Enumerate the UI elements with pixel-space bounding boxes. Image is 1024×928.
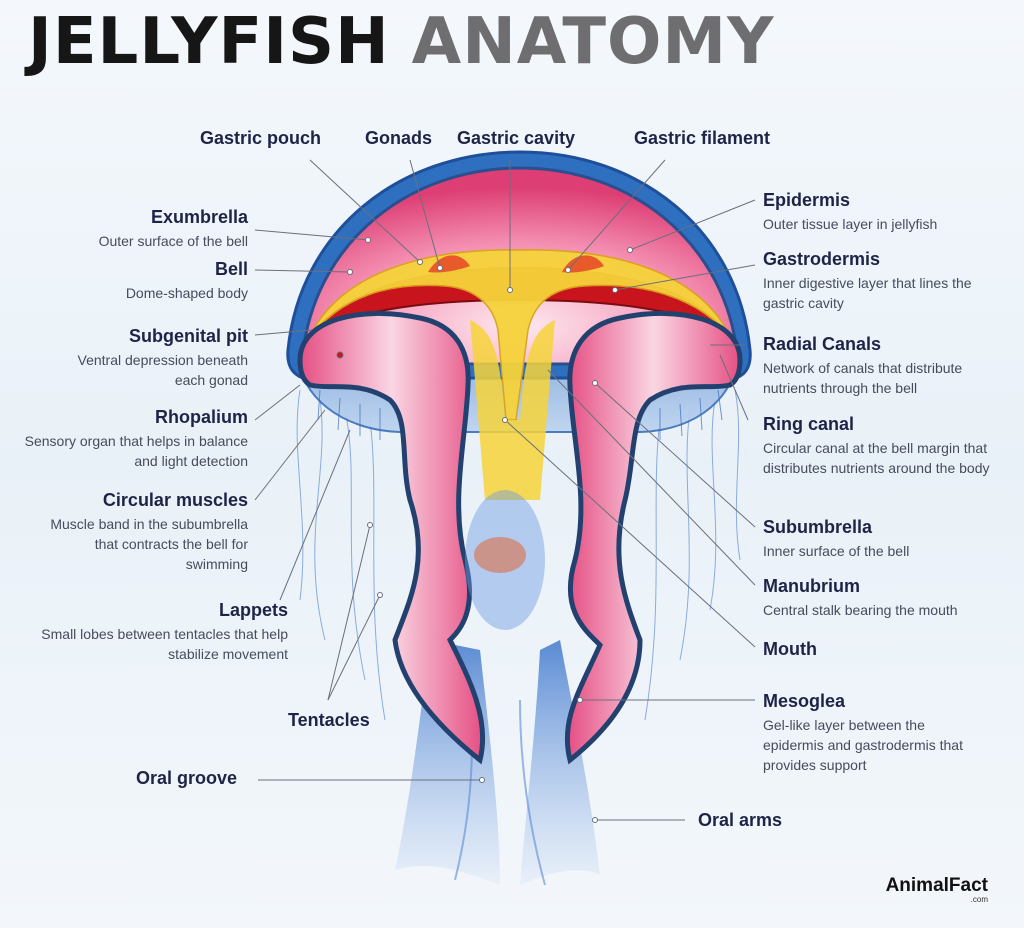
label-name: Gastric pouch (200, 128, 322, 148)
label-name: Mesoglea (763, 691, 846, 711)
label-desc: Network of canals that distribute nutrie… (763, 359, 963, 396)
label-desc: Ventral depression beneath each gonad (77, 351, 248, 388)
label-ring-canal: Ring canal Circular canal at the bell ma… (763, 414, 998, 478)
label-desc: Central stalk bearing the mouth (763, 601, 958, 618)
label-name: Gastric filament (634, 128, 771, 148)
label-name: Circular muscles (102, 490, 248, 510)
label-name: Bell (214, 259, 248, 279)
label-circular-muscles: Circular muscles Muscle band in the subu… (0, 490, 248, 574)
tentacles-strands (296, 389, 741, 721)
label-mesoglea: Mesoglea Gel-like layer between the epid… (763, 691, 978, 775)
label-epidermis: Epidermis Outer tissue layer in jellyfis… (763, 190, 1003, 234)
title-word-anatomy: ANATOMY (411, 5, 775, 79)
label-name: Exumbrella (150, 207, 248, 227)
fringe-hairs (317, 389, 723, 440)
label-name: Manubrium (763, 576, 860, 596)
label-name: Epidermis (763, 190, 851, 210)
label-gonads: Gonads (365, 128, 432, 150)
label-name: Ring canal (763, 414, 855, 434)
label-name: Mouth (763, 639, 817, 659)
label-oral-groove: Oral groove (136, 768, 237, 790)
label-name: Oral groove (136, 768, 238, 788)
label-name: Subumbrella (763, 517, 873, 537)
gonad-blob (474, 537, 526, 573)
label-desc: Dome-shaped body (125, 284, 248, 301)
brand-logo: AnimalFact .com (886, 876, 988, 904)
label-radial-canals: Radial Canals Network of canals that dis… (763, 334, 1003, 398)
leader-lines (254, 159, 756, 821)
label-name: Gastrodermis (763, 249, 881, 269)
label-exumbrella: Exumbrella Outer surface of the bell (0, 207, 248, 251)
label-name: Rhopalium (155, 407, 248, 427)
label-oral-arms: Oral arms (698, 810, 782, 832)
label-desc: Sensory organ that helps in balance and … (24, 432, 248, 469)
label-name: Oral arms (698, 810, 783, 830)
label-manubrium: Manubrium Central stalk bearing the mout… (763, 576, 1003, 620)
label-tentacles: Tentacles (288, 710, 370, 732)
label-desc: Inner surface of the bell (763, 542, 910, 559)
label-desc: Outer tissue layer in jellyfish (763, 215, 938, 232)
label-bell: Bell Dome-shaped body (0, 259, 248, 303)
label-desc: Small lobes between tentacles that help … (41, 625, 288, 662)
central-stalk (470, 320, 555, 500)
label-mouth: Mouth (763, 639, 1003, 661)
label-gastrodermis: Gastrodermis Inner digestive layer that … (763, 249, 988, 313)
label-name: Gonads (365, 128, 433, 148)
manubrium-shape-right (564, 310, 743, 765)
label-name: Radial Canals (763, 334, 882, 354)
label-name: Tentacles (288, 710, 370, 730)
label-desc: Gel-like layer between the epidermis and… (763, 716, 963, 773)
manubrium-shape (297, 310, 486, 765)
label-subgenital-pit: Subgenital pit Ventral depression beneat… (0, 326, 248, 390)
label-name: Gastric cavity (457, 128, 576, 148)
label-name: Subgenital pit (129, 326, 248, 346)
label-gastric-cavity: Gastric cavity (457, 128, 575, 150)
label-gastric-filament: Gastric filament (634, 128, 770, 150)
label-desc: Circular canal at the bell margin that d… (763, 439, 990, 476)
label-gastric-pouch: Gastric pouch (200, 128, 321, 150)
gastric-cavity-shape (307, 249, 733, 421)
label-rhopalium: Rhopalium Sensory organ that helps in ba… (0, 407, 248, 471)
label-desc: Muscle band in the subumbrella that cont… (50, 515, 248, 572)
label-name: Lappets (218, 600, 288, 620)
leader-dots (336, 237, 633, 823)
label-desc: Outer surface of the bell (98, 232, 248, 249)
brand-name: AnimalFact (885, 875, 988, 896)
label-desc: Inner digestive layer that lines the gas… (763, 274, 972, 311)
brand-sub: .com (970, 895, 988, 904)
label-subumbrella: Subumbrella Inner surface of the bell (763, 517, 1003, 561)
label-lappets: Lappets Small lobes between tentacles th… (0, 600, 288, 664)
title-word-jellyfish: JELLYFISH (28, 5, 390, 79)
